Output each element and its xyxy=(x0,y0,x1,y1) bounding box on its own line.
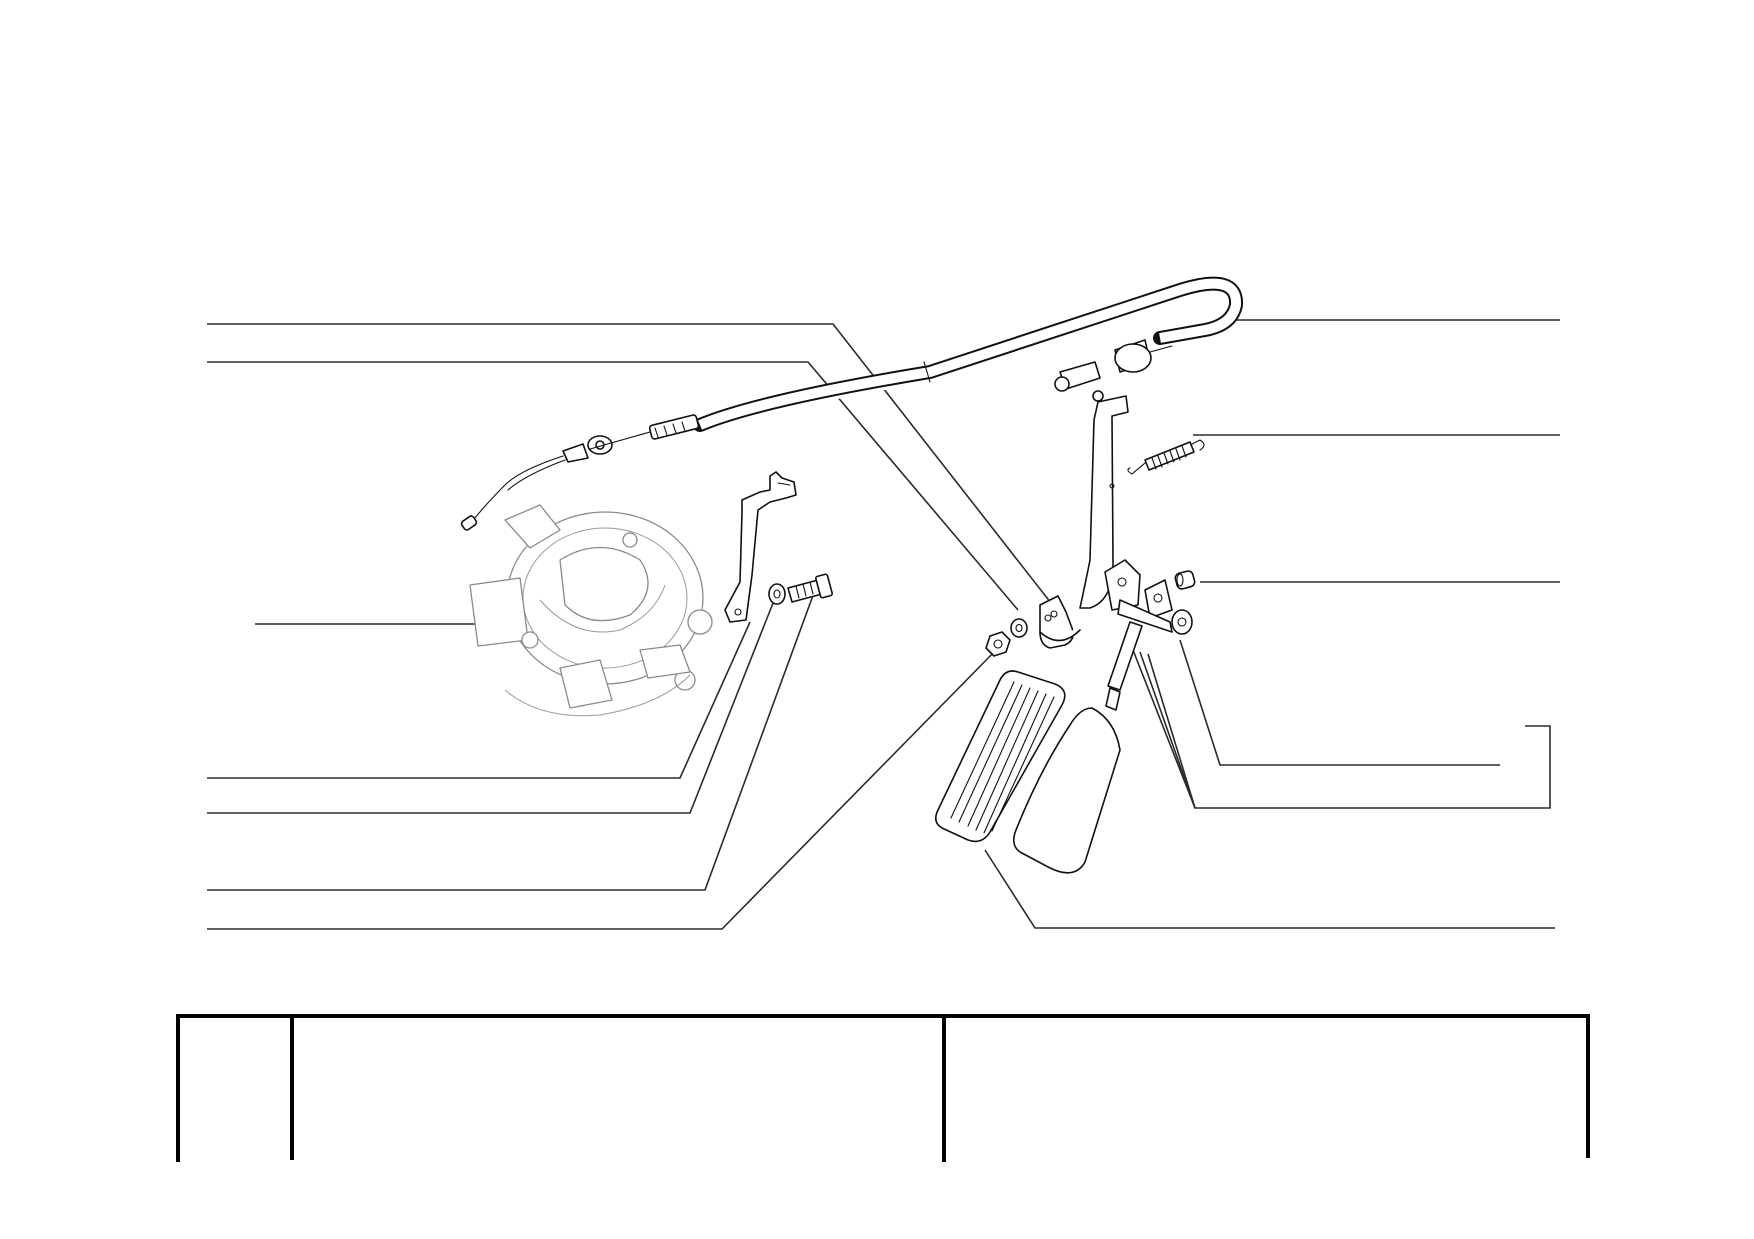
leader-washer xyxy=(207,597,776,814)
nut-icon xyxy=(985,631,1011,657)
title-block-cell-ref xyxy=(180,1020,292,1160)
leader-pivot-pin xyxy=(1179,639,1500,766)
pad-icon xyxy=(934,670,1066,843)
leader-nut xyxy=(207,647,999,930)
bushing-icon xyxy=(1174,570,1196,590)
washer-icon xyxy=(768,583,1028,638)
title-block-cell-notes xyxy=(946,1020,1586,1160)
leader-pivot-bracket xyxy=(207,323,1059,613)
title-block-cells xyxy=(180,1020,1586,1160)
leader-cable-bracket xyxy=(207,621,751,779)
leader-pedal-group-c xyxy=(1147,653,1196,809)
pedal-icon xyxy=(1012,395,1193,874)
leader-pedal-group-b xyxy=(1139,651,1196,809)
spring-icon xyxy=(1127,439,1205,475)
carburettor-icon xyxy=(469,504,713,717)
leader-pedal-group-a xyxy=(1132,649,1551,809)
cable-icon xyxy=(460,276,1243,531)
leader-bolt xyxy=(207,589,816,891)
title-block xyxy=(176,1014,1590,1162)
title-block-cell-description xyxy=(294,1020,944,1160)
leader-pedal-pad xyxy=(984,849,1555,929)
bracket-icon xyxy=(1039,595,1081,649)
leader-lines xyxy=(207,319,1560,930)
leader-washer-2 xyxy=(207,361,1019,611)
bracket-icon xyxy=(724,471,797,623)
bolt-icon xyxy=(787,573,833,603)
